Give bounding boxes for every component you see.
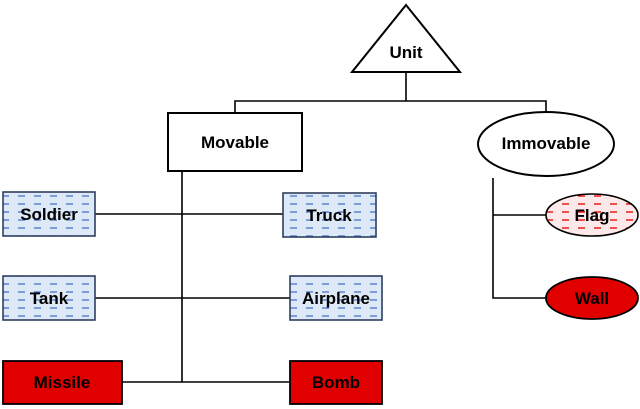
node-missile: Missile [2,360,123,405]
tank-box [2,275,96,321]
node-bomb: Bomb [289,360,383,405]
truck-box [282,192,377,238]
node-tank: Tank [2,275,96,321]
soldier-label: Soldier [20,205,78,224]
unit-triangle [349,3,463,73]
node-immovable: Immovable [477,111,615,177]
movable-label: Movable [201,133,269,152]
missile-box [2,360,123,405]
wall-ellipse [545,276,639,320]
tank-label: Tank [30,289,69,308]
node-soldier: Soldier [2,191,96,237]
connectors [95,72,547,383]
truck-label: Truck [306,206,352,225]
node-flag: Flag [545,193,639,237]
flag-label: Flag [575,206,610,225]
missile-label: Missile [34,373,91,392]
node-truck: Truck [282,192,377,238]
connector-unit-branch [234,72,547,113]
immovable-ellipse [477,111,615,177]
bomb-label: Bomb [312,373,360,392]
soldier-box [2,191,96,237]
immovable-label: Immovable [502,134,591,153]
movable-box [167,112,303,172]
unit-label: Unit [389,43,422,62]
airplane-label: Airplane [302,289,370,308]
node-airplane: Airplane [289,275,383,321]
node-wall: Wall [545,276,639,320]
node-unit: Unit [349,3,463,73]
connector-movable-trunk [181,172,290,383]
node-movable: Movable [167,112,303,172]
bomb-box [289,360,383,405]
wall-label: Wall [575,289,609,308]
airplane-box [289,275,383,321]
flag-ellipse [545,193,639,237]
connector-immovable [492,178,546,299]
